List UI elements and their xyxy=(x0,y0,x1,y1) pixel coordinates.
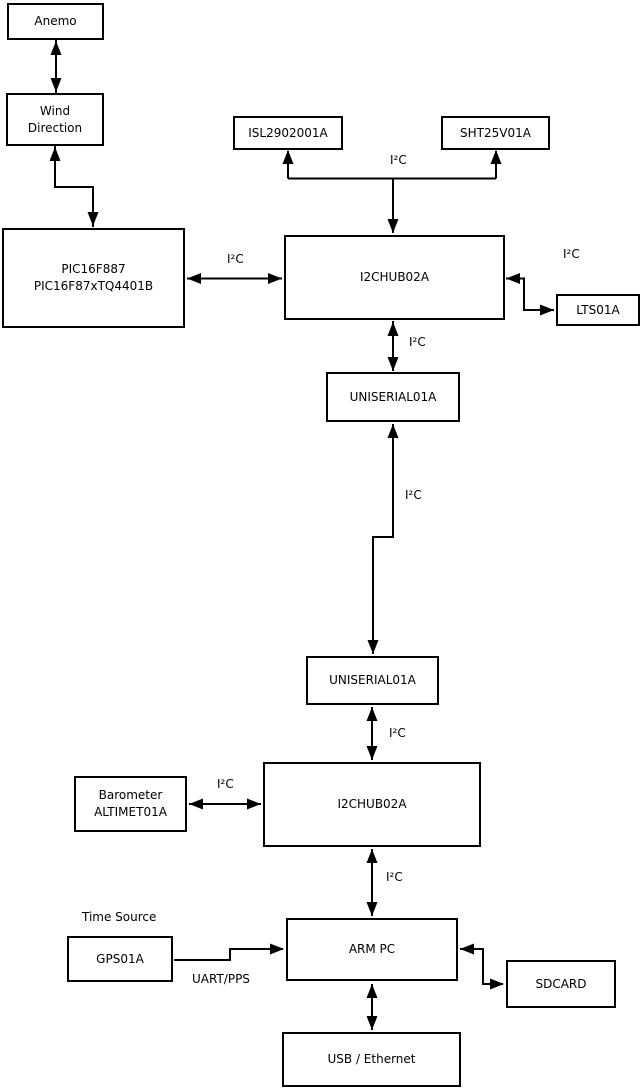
edge-label-i2c-uniserial1-uniserial2: I²C xyxy=(405,488,422,502)
node-sdcard-label: SDCARD xyxy=(535,976,587,991)
connection-barometer-hub2 xyxy=(189,798,261,810)
node-lts01a-label: LTS01A xyxy=(576,302,620,317)
node-pic-label-line1: PIC16F887 xyxy=(61,262,126,276)
edge-label-i2c-pic-hub1: I²C xyxy=(227,252,244,266)
connection-armpc-usb xyxy=(366,984,378,1030)
edge-label-time-source: Time Source xyxy=(82,910,157,924)
connection-hub1-lts01a xyxy=(506,273,554,316)
edge-label-i2c-hub1-lts: I²C xyxy=(563,247,580,261)
edge-label-i2c-sensors: I²C xyxy=(390,153,407,167)
node-wind-direction: Wind Direction xyxy=(6,93,104,146)
edge-label-i2c-hub1-uniserial1: I²C xyxy=(409,335,426,349)
node-i2chub-1: I2CHUB02A xyxy=(284,235,505,320)
connection-anemo-wind-direction xyxy=(50,40,62,93)
node-arm-pc-label: ARM PC xyxy=(348,942,396,956)
connection-wind-direction-pic xyxy=(49,146,99,227)
node-i2chub-1-label: I2CHUB02A xyxy=(359,270,430,284)
connection-pic-hub1 xyxy=(187,273,282,284)
node-wind-direction-label-line2: Direction xyxy=(27,120,83,135)
node-lts01a: LTS01A xyxy=(556,294,640,326)
node-i2chub-2: I2CHUB02A xyxy=(263,762,481,847)
node-pic-label-line2: PIC16F87xTQ4401B xyxy=(33,279,154,293)
connection-hub2-armpc xyxy=(366,849,378,916)
node-barometer-label-line1: Barometer xyxy=(98,788,163,802)
connection-uniserial2-hub2 xyxy=(366,707,378,760)
node-gps01a: GPS01A xyxy=(67,936,173,982)
connection-hub1-uniserial1 xyxy=(387,321,399,371)
node-uniserial-1-label: UNISERIAL01A xyxy=(349,389,437,404)
node-i2chub-2-label: I2CHUB02A xyxy=(337,797,407,811)
node-sht25v01a-label: SHT25V01A xyxy=(460,125,531,140)
node-sht25v01a: SHT25V01A xyxy=(441,116,550,150)
node-usb-ethernet: USB / Ethernet xyxy=(282,1032,461,1087)
node-anemo-label: Anemo xyxy=(34,14,77,28)
node-isl2902001a-label: ISL2902001A xyxy=(248,125,328,140)
node-usb-ethernet-label: USB / Ethernet xyxy=(327,1052,416,1066)
node-gps01a-label: GPS01A xyxy=(96,951,144,966)
node-isl2902001a: ISL2902001A xyxy=(233,116,343,150)
edge-label-uart-pps: UART/PPS xyxy=(192,972,250,986)
edge-label-i2c-hub2-armpc: I²C xyxy=(386,870,403,884)
node-pic-microcontroller: PIC16F887 PIC16F87xTQ4401B xyxy=(2,228,185,328)
node-uniserial-1: UNISERIAL01A xyxy=(326,372,460,422)
node-wind-direction-label-line1: Wind xyxy=(39,103,71,118)
connection-gps-armpc xyxy=(174,943,284,961)
edge-label-i2c-barometer-hub2: I²C xyxy=(217,777,234,791)
connection-hub1-isl-sht xyxy=(282,150,502,233)
node-barometer-label-line2: ALTIMET01A xyxy=(94,805,167,819)
node-anemo: Anemo xyxy=(7,3,104,40)
connection-uniserial1-uniserial2 xyxy=(367,424,399,654)
edge-label-i2c-uniserial2-hub2: I²C xyxy=(389,726,406,740)
connection-armpc-sdcard xyxy=(460,943,504,990)
node-uniserial-2-label: UNISERIAL01A xyxy=(329,673,416,687)
node-uniserial-2: UNISERIAL01A xyxy=(306,656,439,705)
node-arm-pc: ARM PC xyxy=(286,918,458,981)
node-sdcard: SDCARD xyxy=(506,960,616,1008)
node-barometer: Barometer ALTIMET01A xyxy=(74,776,187,832)
